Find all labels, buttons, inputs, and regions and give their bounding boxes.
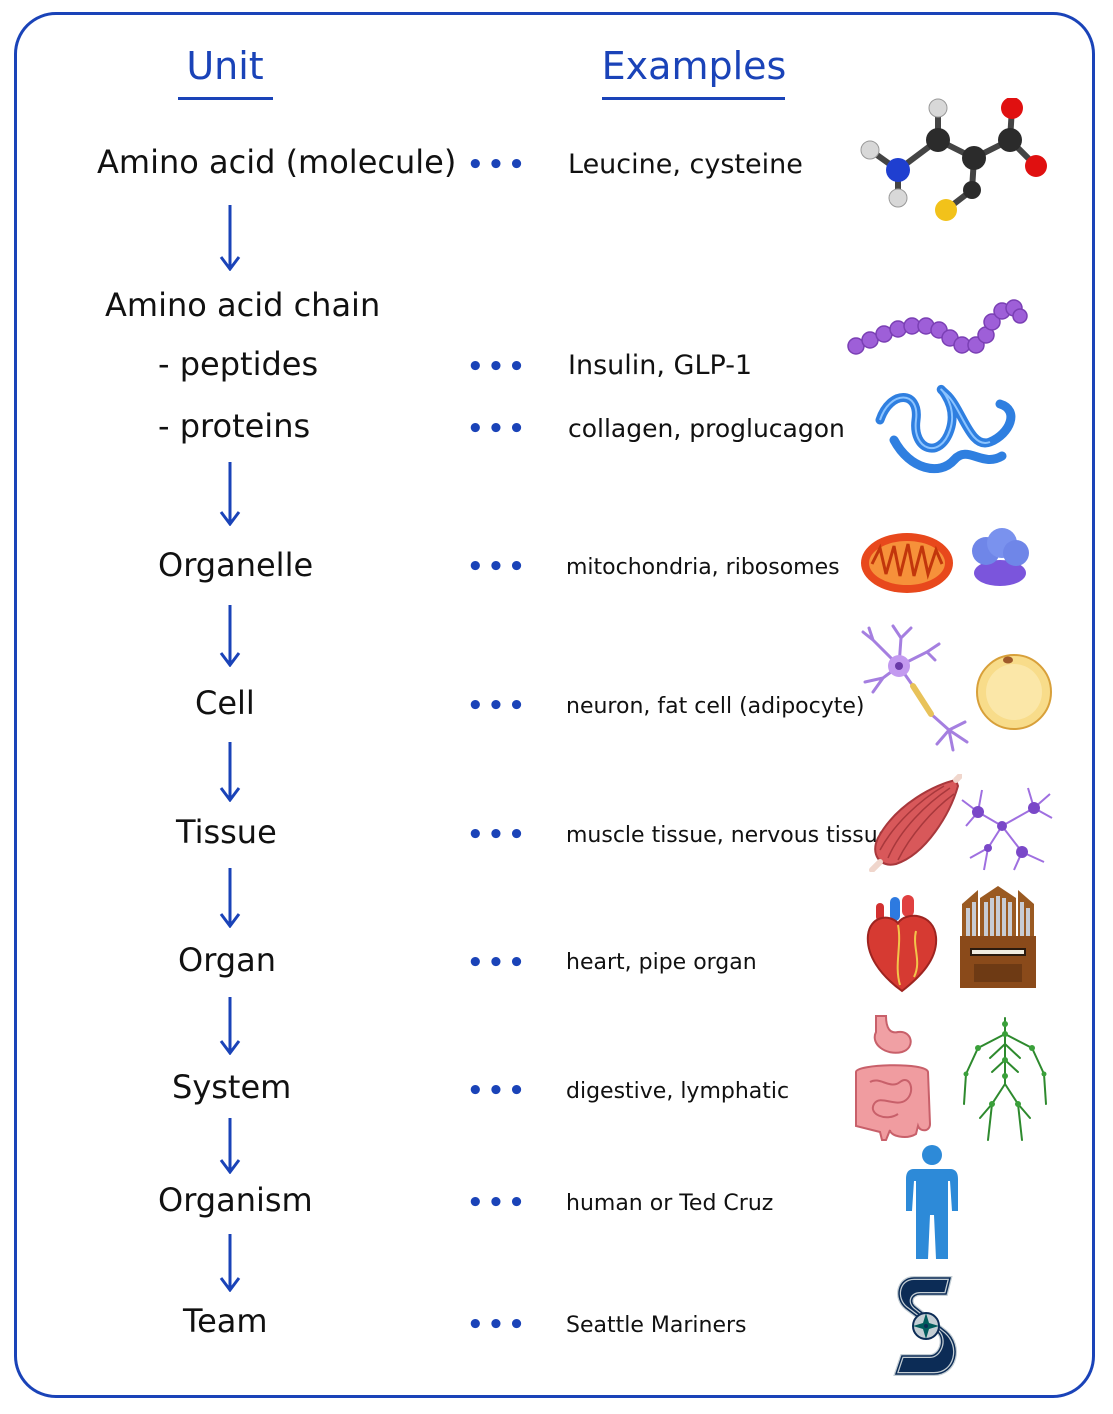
unit-amino-acid-chain: Amino acid chain — [105, 286, 381, 324]
examples-proteins: collagen, proglucagon — [568, 414, 845, 443]
examples-team: Seattle Mariners — [566, 1313, 747, 1338]
pipe-organ-icon — [960, 886, 1036, 988]
examples-peptides: Insulin, GLP-1 — [568, 350, 753, 381]
unit-proteins: - proteins — [158, 407, 311, 445]
arrow-down-icon — [219, 1234, 241, 1292]
arrow-down-icon — [219, 868, 241, 928]
ellipsis-dots: ••• — [467, 1188, 529, 1218]
examples-cell: neuron, fat cell (adipocyte) — [566, 694, 865, 719]
arrow-down-icon — [219, 462, 241, 526]
examples-organism: human or Ted Cruz — [566, 1191, 774, 1216]
examples-organelle: mitochondria, ribosomes — [566, 555, 840, 580]
unit-tissue: Tissue — [176, 813, 277, 851]
neuron-icon — [861, 624, 969, 752]
unit-organism: Organism — [158, 1181, 313, 1219]
peptide-chain-icon — [847, 299, 1028, 355]
ellipsis-dots: ••• — [467, 820, 529, 850]
diagram-frame — [14, 12, 1095, 1398]
mariners-logo-icon — [893, 1276, 957, 1376]
ellipsis-dots: ••• — [467, 414, 529, 444]
examples-header: Examples — [601, 44, 787, 88]
protein-ribbon-icon — [875, 384, 1016, 474]
nervous-tissue-icon — [961, 787, 1053, 871]
examples-organ: heart, pipe organ — [566, 950, 757, 975]
fat-cell-icon — [976, 654, 1052, 730]
arrow-down-icon — [219, 1118, 241, 1174]
ellipsis-dots: ••• — [467, 352, 529, 382]
heart-icon — [866, 895, 938, 993]
lymphatic-system-icon — [963, 1017, 1047, 1141]
mitochondrion-icon — [861, 533, 953, 593]
unit-header-underline — [178, 97, 273, 100]
arrow-down-icon — [219, 997, 241, 1055]
examples-amino-acid: Leucine, cysteine — [568, 149, 803, 180]
unit-system: System — [172, 1068, 292, 1106]
unit-organelle: Organelle — [158, 546, 314, 584]
ellipsis-dots: ••• — [467, 150, 529, 180]
unit-cell: Cell — [195, 684, 255, 722]
ellipsis-dots: ••• — [467, 948, 529, 978]
unit-amino-acid: Amino acid (molecule) — [97, 143, 457, 181]
ellipsis-dots: ••• — [467, 691, 529, 721]
unit-header: Unit — [186, 44, 264, 88]
examples-tissue: muscle tissue, nervous tissue — [566, 823, 892, 848]
human-figure-icon — [906, 1145, 958, 1259]
arrow-down-icon — [219, 205, 241, 271]
arrow-down-icon — [219, 605, 241, 667]
unit-team: Team — [183, 1302, 268, 1340]
muscle-tissue-icon — [869, 774, 962, 872]
ellipsis-dots: ••• — [467, 1076, 529, 1106]
ellipsis-dots: ••• — [467, 552, 529, 582]
unit-organ: Organ — [178, 941, 276, 979]
examples-system: digestive, lymphatic — [566, 1079, 790, 1104]
digestive-system-icon — [855, 1015, 932, 1141]
examples-header-underline — [602, 97, 785, 100]
amino-acid-molecule-icon — [860, 98, 1047, 221]
unit-peptides: - peptides — [158, 345, 319, 383]
ellipsis-dots: ••• — [467, 1310, 529, 1340]
ribosome-icon — [972, 528, 1029, 586]
arrow-down-icon — [219, 742, 241, 802]
